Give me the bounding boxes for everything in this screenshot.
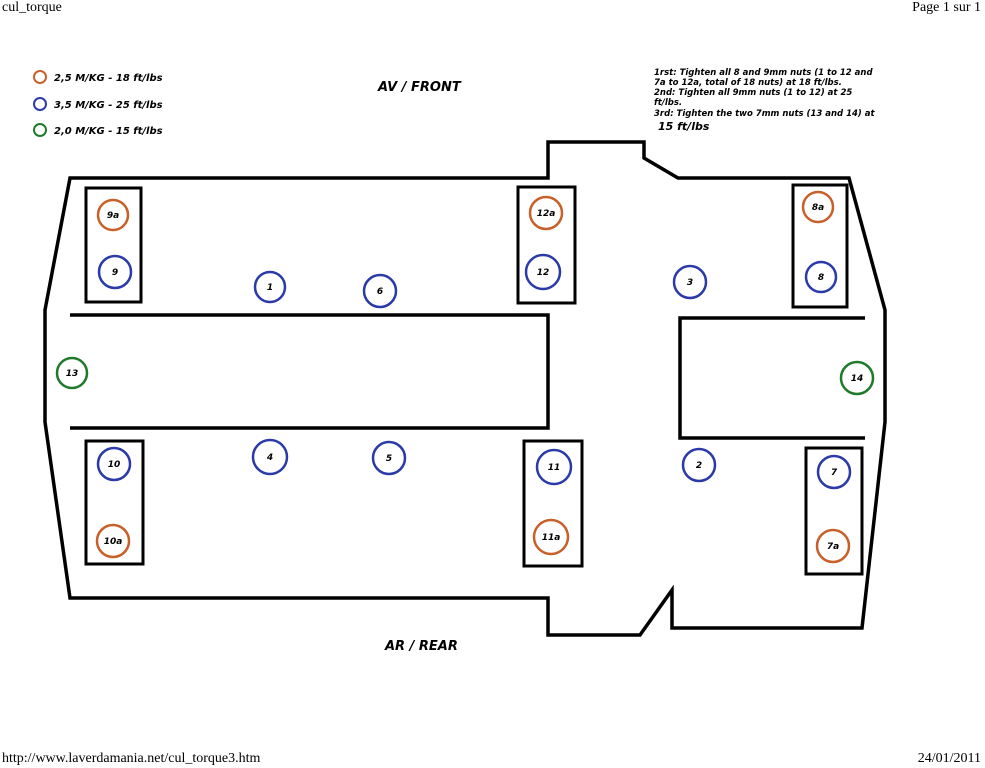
legend: 2,5 M/KG - 18 ft/lbs 3,5 M/KG - 25 ft/lb… — [33, 70, 163, 137]
instruction-line-3: 2nd: Tighten all 9mm nuts (1 to 12) at 2… — [654, 88, 852, 98]
nut-8 — [804, 260, 838, 294]
document-title: cul_torque — [2, 0, 62, 15]
stud-box-11 — [522, 439, 584, 568]
nut-label-3: 3 — [687, 278, 693, 288]
nut-label-11: 11 — [548, 463, 561, 473]
nut-label-12: 12 — [537, 268, 550, 278]
nut-label-7a: 7a — [827, 542, 839, 552]
nut-7 — [816, 454, 852, 490]
legend-swatch-orange — [33, 70, 47, 84]
rear-label: AR / REAR — [384, 639, 458, 654]
nut-9 — [97, 254, 133, 290]
legend-swatch-green — [33, 123, 47, 137]
source-url: http://www.laverdamania.net/cul_torque3.… — [2, 751, 261, 766]
nut-label-4: 4 — [266, 453, 273, 463]
nut-11a — [532, 518, 570, 556]
nut-7a — [815, 528, 851, 564]
nut-label-8: 8 — [818, 273, 824, 283]
nut-11 — [535, 448, 573, 486]
instruction-line-4: ft/lbs. — [654, 98, 682, 108]
legend-swatch-blue — [33, 97, 47, 111]
nut-label-7: 7 — [831, 468, 838, 478]
nut-label-9a: 9a — [107, 211, 119, 221]
nut-6 — [362, 273, 398, 309]
instruction-line-1: 1rst: Tighten all 8 and 9mm nuts (1 to 1… — [654, 68, 873, 78]
left-channel — [70, 313, 550, 430]
stud-box-7 — [804, 446, 864, 576]
nut-label-6: 6 — [377, 287, 383, 297]
nut-12 — [524, 253, 562, 291]
nut-3 — [672, 264, 708, 300]
nut-8a — [801, 190, 835, 224]
nut-label-9: 9 — [112, 268, 118, 278]
nut-label-11a: 11a — [542, 533, 561, 543]
stud-box-12 — [516, 185, 577, 305]
nut-label-10a: 10a — [104, 537, 123, 547]
nut-2 — [681, 447, 717, 483]
nut-10a — [95, 523, 131, 559]
nut-label-10: 10 — [108, 460, 121, 470]
nut-12a — [528, 195, 564, 231]
stud-box-9 — [84, 186, 143, 304]
page-number: Page 1 sur 1 — [912, 0, 981, 15]
print-date: 24/01/2011 — [917, 751, 981, 766]
nut-14 — [839, 360, 875, 396]
nut-4 — [251, 438, 289, 476]
nut-label-12a: 12a — [537, 209, 556, 219]
right-channel — [678, 316, 865, 440]
nut-5 — [371, 440, 407, 476]
stud-box-8 — [791, 183, 849, 309]
nut-label-13: 13 — [66, 369, 79, 379]
legend-label-orange: 2,5 M/KG - 18 ft/lbs — [54, 73, 163, 84]
front-label: AV / FRONT — [377, 80, 462, 95]
nut-label-2: 2 — [696, 461, 702, 471]
instruction-line-6: 15 ft/lbs — [658, 120, 710, 133]
nut-label-1: 1 — [267, 283, 273, 293]
instruction-line-2: 7a to 12a, total of 18 nuts) at 18 ft/lb… — [654, 78, 842, 88]
nut-label-8a: 8a — [812, 203, 824, 213]
cylinder-head-outline — [43, 140, 887, 637]
nut-10 — [96, 446, 132, 482]
legend-label-blue: 3,5 M/KG - 25 ft/lbs — [54, 100, 163, 111]
legend-label-green: 2,0 M/KG - 15 ft/lbs — [54, 126, 163, 137]
nut-13 — [55, 356, 89, 390]
nut-9a — [96, 198, 130, 232]
tightening-instructions: 1rst: Tighten all 8 and 9mm nuts (1 to 1… — [654, 68, 875, 133]
nut-label-5: 5 — [386, 454, 392, 464]
nut-label-14: 14 — [851, 374, 864, 384]
stud-box-10 — [84, 439, 145, 566]
instruction-line-5: 3rd: Tighten the two 7mm nuts (13 and 14… — [654, 109, 875, 119]
nut-1 — [253, 270, 287, 304]
